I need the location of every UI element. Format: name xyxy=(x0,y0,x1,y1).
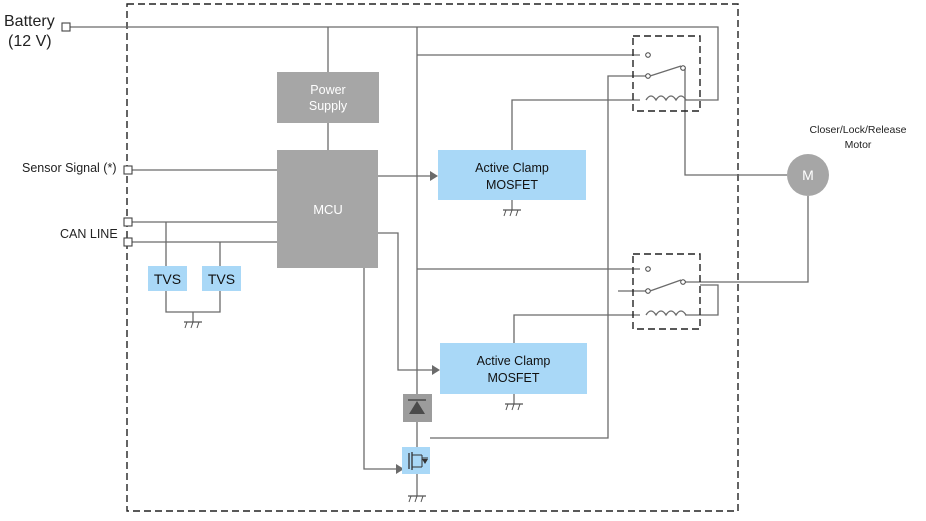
motor-label-2: Motor xyxy=(845,139,872,151)
sensor-label: Sensor Signal (*) xyxy=(22,161,117,175)
motor-symbol xyxy=(787,154,829,196)
upper-mosfet-label-2: MOSFET xyxy=(486,178,538,192)
tvs-label-1: TVS xyxy=(154,271,181,287)
tvs-block-1 xyxy=(148,266,187,291)
battery-label: Battery xyxy=(4,13,55,30)
lower-mosfet-label-2: MOSFET xyxy=(487,371,539,385)
sensor-terminal xyxy=(123,165,133,175)
lower-mosfet-block xyxy=(440,343,587,394)
battery-voltage-label: (12 V) xyxy=(8,33,52,50)
low-side-switch-icon xyxy=(402,447,430,474)
can-label: CAN LINE xyxy=(60,227,118,241)
ground-icon xyxy=(503,209,521,217)
ground-icon xyxy=(408,495,426,503)
upper-mosfet-block xyxy=(438,150,586,200)
upper-relay xyxy=(632,35,701,112)
lower-mosfet-label-1: Active Clamp xyxy=(477,354,551,368)
arrow-to-switch xyxy=(396,464,404,474)
power-supply-label-2: Supply xyxy=(309,99,348,113)
ground-icon xyxy=(184,321,202,329)
motor-label-1: Closer/Lock/Release xyxy=(810,124,907,136)
mcu-label: MCU xyxy=(313,202,343,217)
ground-icon xyxy=(505,403,523,411)
lower-relay xyxy=(632,253,701,330)
tvs-block-2 xyxy=(202,266,241,291)
battery-terminal xyxy=(61,22,71,32)
motor-symbol-label: M xyxy=(802,167,814,183)
mcu-block xyxy=(277,150,378,268)
tvs-label-2: TVS xyxy=(208,271,235,287)
upper-mosfet-label-1: Active Clamp xyxy=(475,161,549,175)
arrow-to-lower-mosfet xyxy=(432,365,440,375)
wires xyxy=(70,26,809,496)
arrow-to-upper-mosfet xyxy=(430,171,438,181)
diode-icon xyxy=(403,394,432,422)
can-terminal-high xyxy=(123,217,133,227)
module-boundary xyxy=(126,3,739,512)
can-terminal-low xyxy=(123,237,133,247)
power-supply-block xyxy=(277,72,379,123)
power-supply-label-1: Power xyxy=(310,83,345,97)
